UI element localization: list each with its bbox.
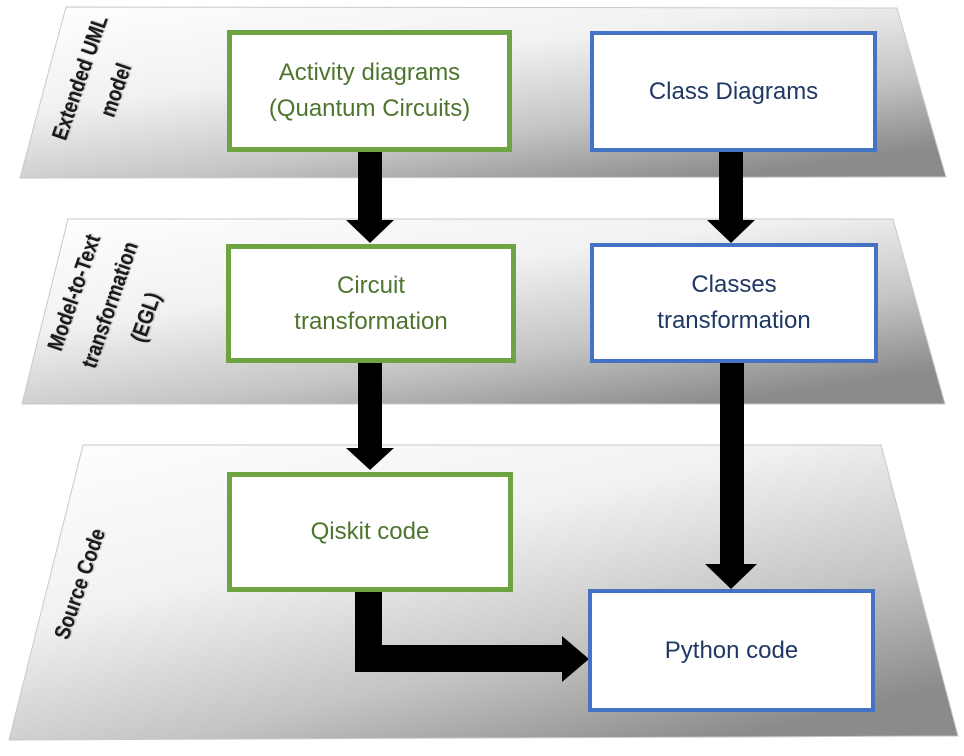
node-circuit-transformation: Circuit transformation <box>226 244 516 363</box>
arrow-circuit-transformation-to-qiskit-code <box>346 361 394 470</box>
node-label-line: Python code <box>664 636 799 664</box>
arrow-activity-diagrams-to-circuit-transformation <box>346 150 394 243</box>
node-label-line: Class Diagrams <box>648 77 819 105</box>
node-label-line: (Quantum Circuits) <box>268 95 471 122</box>
node-activity-diagrams: Activity diagrams (Quantum Circuits) <box>227 30 512 152</box>
arrow-classes-transformation-to-python-code <box>705 361 757 589</box>
node-classes-transformation: Classes transformation <box>590 243 878 363</box>
node-class-diagrams: Class Diagrams <box>590 31 877 152</box>
node-label-line: transformation <box>294 307 448 335</box>
node-label-line: Classes <box>691 271 777 298</box>
node-label-line: Qiskit code <box>310 518 430 545</box>
node-label-line: Activity diagrams <box>278 59 461 86</box>
arrow-class-diagrams-to-classes-transformation <box>707 150 755 243</box>
node-label-line: Circuit <box>336 271 405 299</box>
arrow-qiskit-code-to-python-code <box>355 589 589 682</box>
node-qiskit-code: Qiskit code <box>227 472 513 592</box>
node-label-line: transformation <box>657 307 811 334</box>
node-python-code: Python code <box>588 589 875 712</box>
